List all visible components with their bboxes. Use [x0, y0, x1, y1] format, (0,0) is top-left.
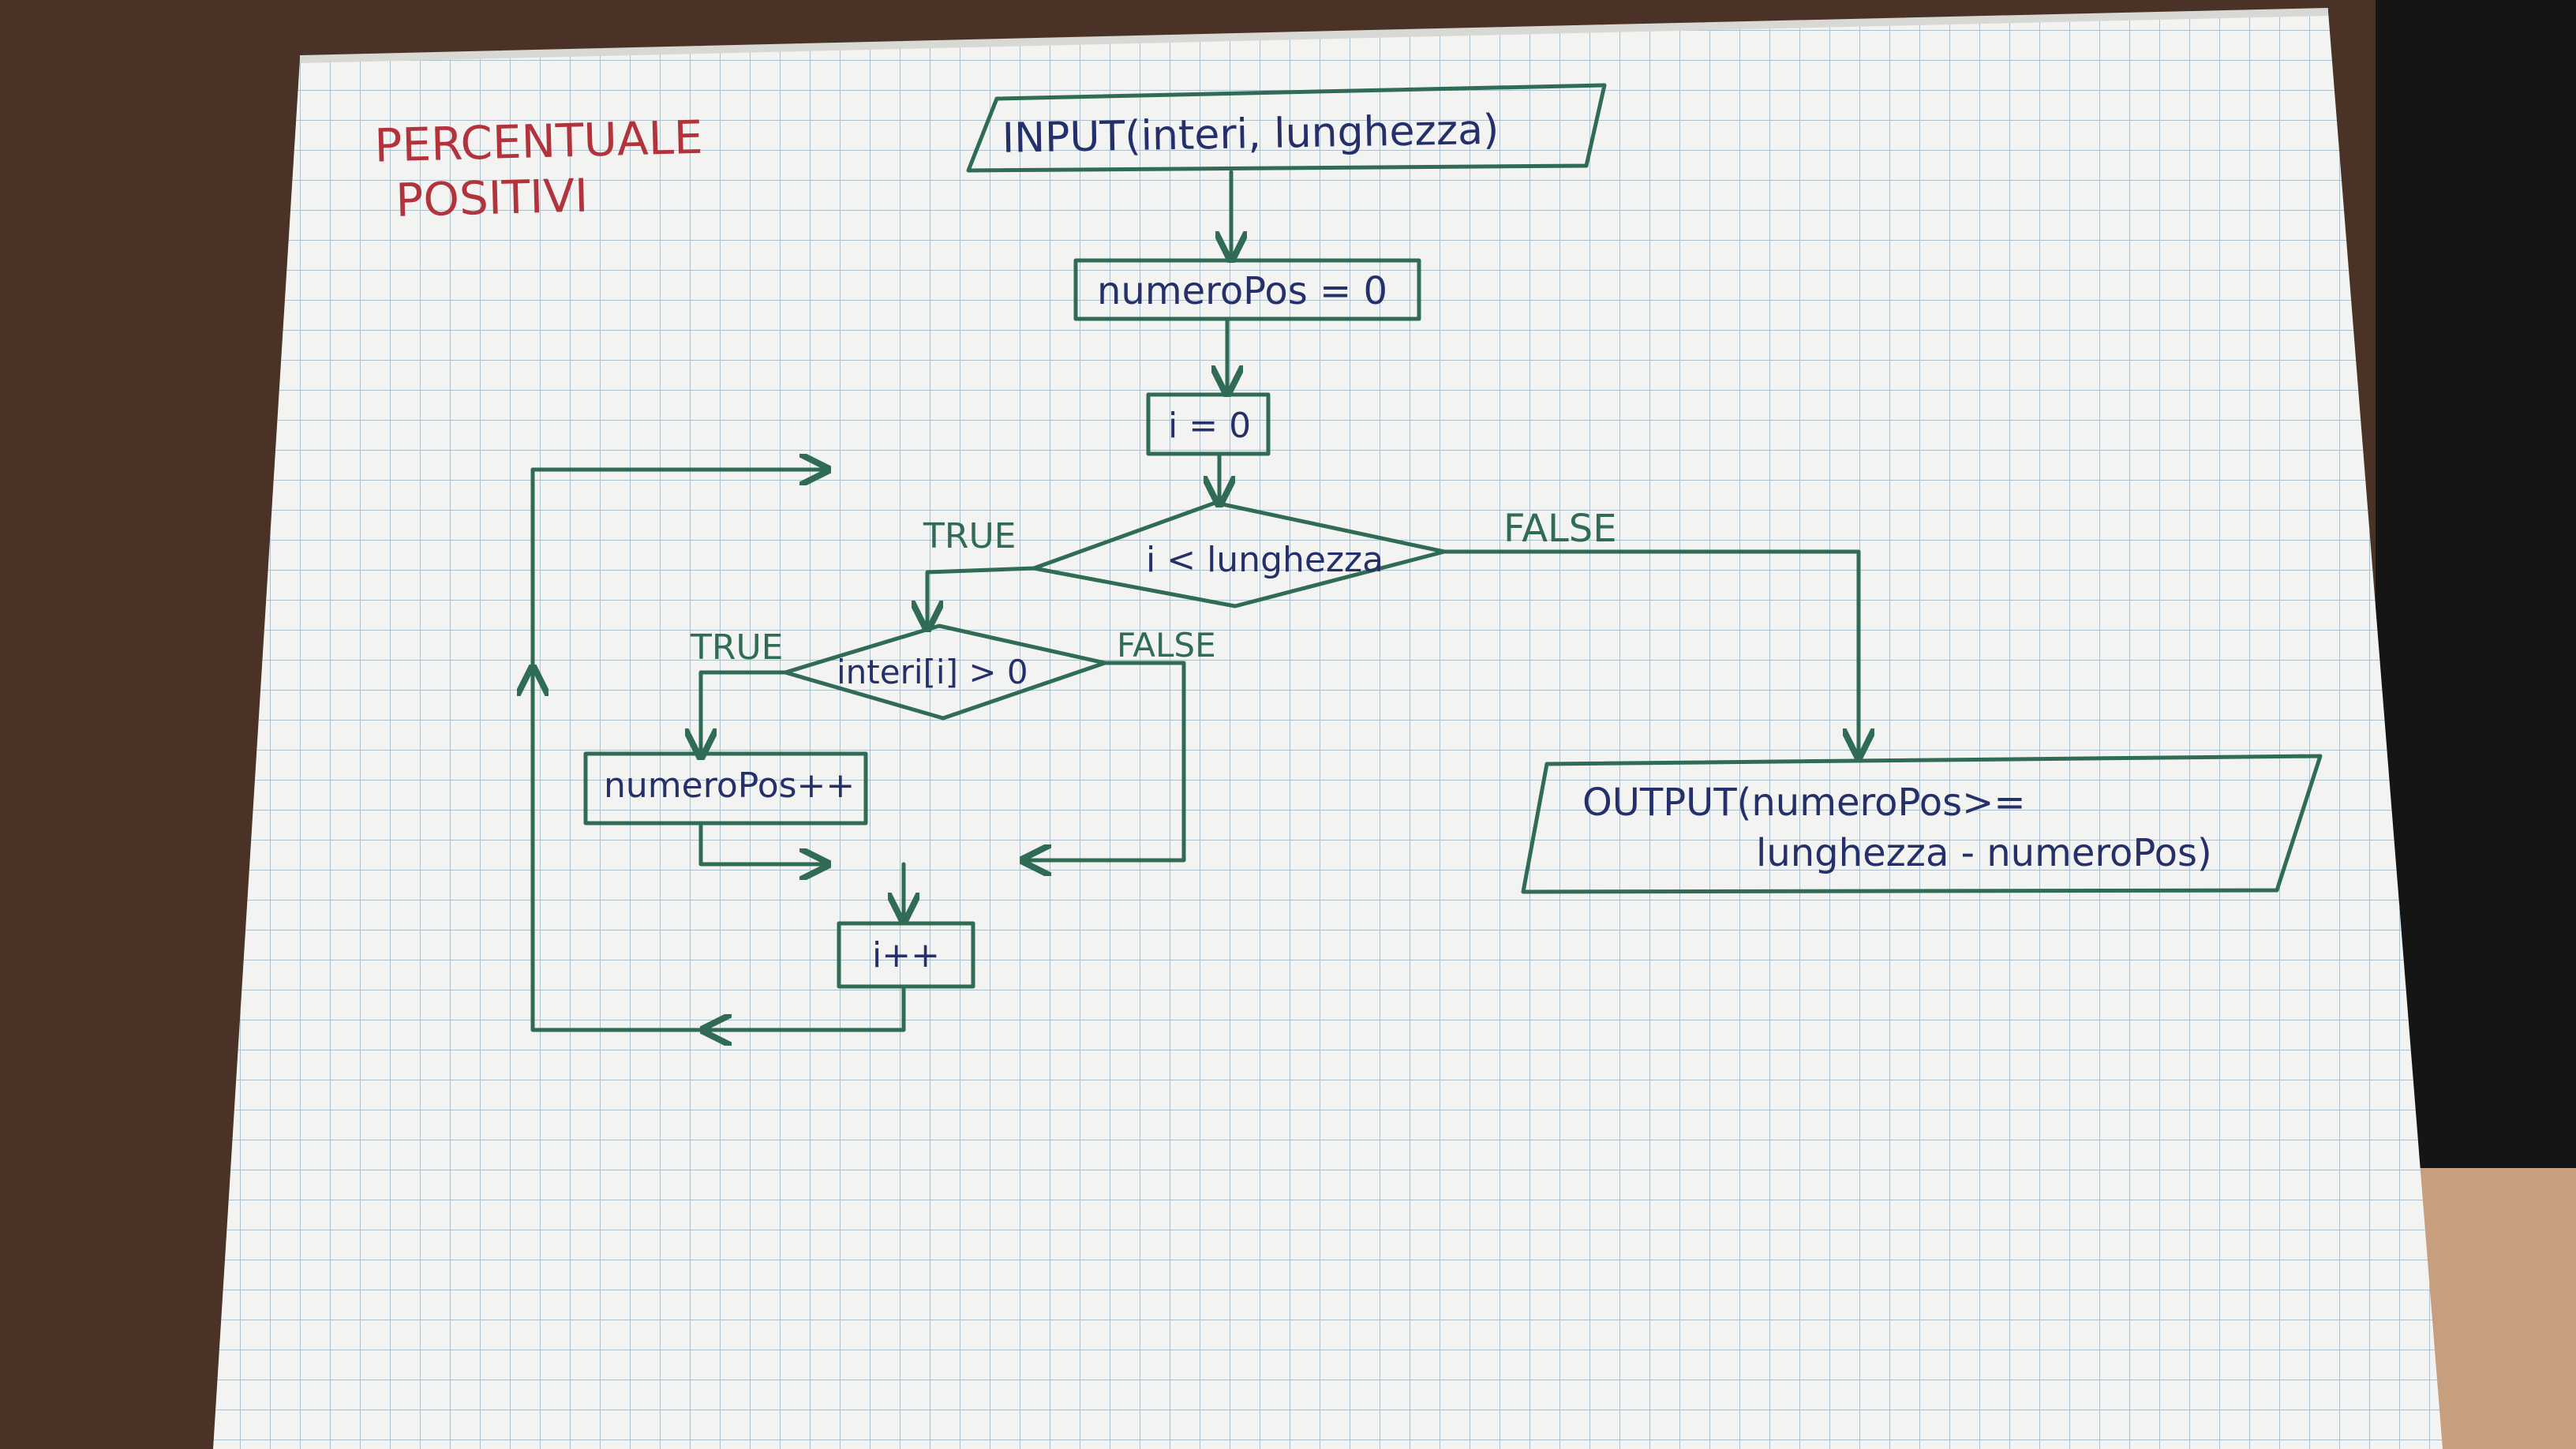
- grid-paper: [213, 12, 2443, 1449]
- title-line-2: POSITIVI: [395, 169, 589, 227]
- positive-true-label: TRUE: [690, 627, 783, 668]
- positive-true-path: [701, 670, 788, 754]
- output-label-line-2: lunghezza - numeroPos): [1756, 831, 2212, 875]
- input-label: INPUT(interi, lunghezza): [1002, 107, 1499, 163]
- increment-count-box: [583, 751, 868, 826]
- page-top-edge: [299, 8, 2329, 63]
- positive-condition-label: interi[i] > 0: [837, 653, 1028, 691]
- title-line-1: PERCENTUALE: [374, 110, 704, 173]
- loop-condition-diamond: [1032, 500, 1447, 608]
- output-parallelogram: [1521, 754, 2323, 894]
- loop-true-path: [927, 566, 1036, 626]
- init-i-box: [1146, 392, 1271, 456]
- init-count-box: [1073, 258, 1421, 321]
- increment-count-label: numeroPos++: [604, 766, 855, 806]
- increment-i-box: [837, 921, 975, 989]
- handwritten-title: PERCENTUALE POSITIVI: [374, 110, 704, 227]
- loop-true-label: TRUE: [923, 516, 1016, 556]
- increment-count-to-merge: [698, 821, 825, 864]
- increment-i-label: i++: [872, 935, 940, 975]
- edge-labels: TRUE FALSE TRUE FALSE: [690, 507, 1617, 668]
- loop-back-path: [530, 470, 906, 1032]
- positive-false-label: FALSE: [1117, 626, 1216, 665]
- node-labels: INPUT(interi, lunghezza) numeroPos = 0 i…: [604, 107, 2212, 975]
- flowchart-lines: [530, 83, 2323, 1032]
- positive-false-path: [1026, 661, 1186, 860]
- output-label-line-1: OUTPUT(numeroPos>=: [1582, 781, 2026, 825]
- loop-false-label: FALSE: [1503, 507, 1617, 551]
- input-parallelogram: [966, 83, 1607, 173]
- loop-condition-label: i < lunghezza: [1146, 540, 1383, 580]
- loop-false-path: [1442, 549, 1859, 754]
- init-count-label: numeroPos = 0: [1097, 269, 1387, 313]
- dark-right-corner: [2376, 0, 2576, 1168]
- positive-condition-diamond: [783, 623, 1107, 721]
- init-i-label: i = 0: [1168, 406, 1251, 446]
